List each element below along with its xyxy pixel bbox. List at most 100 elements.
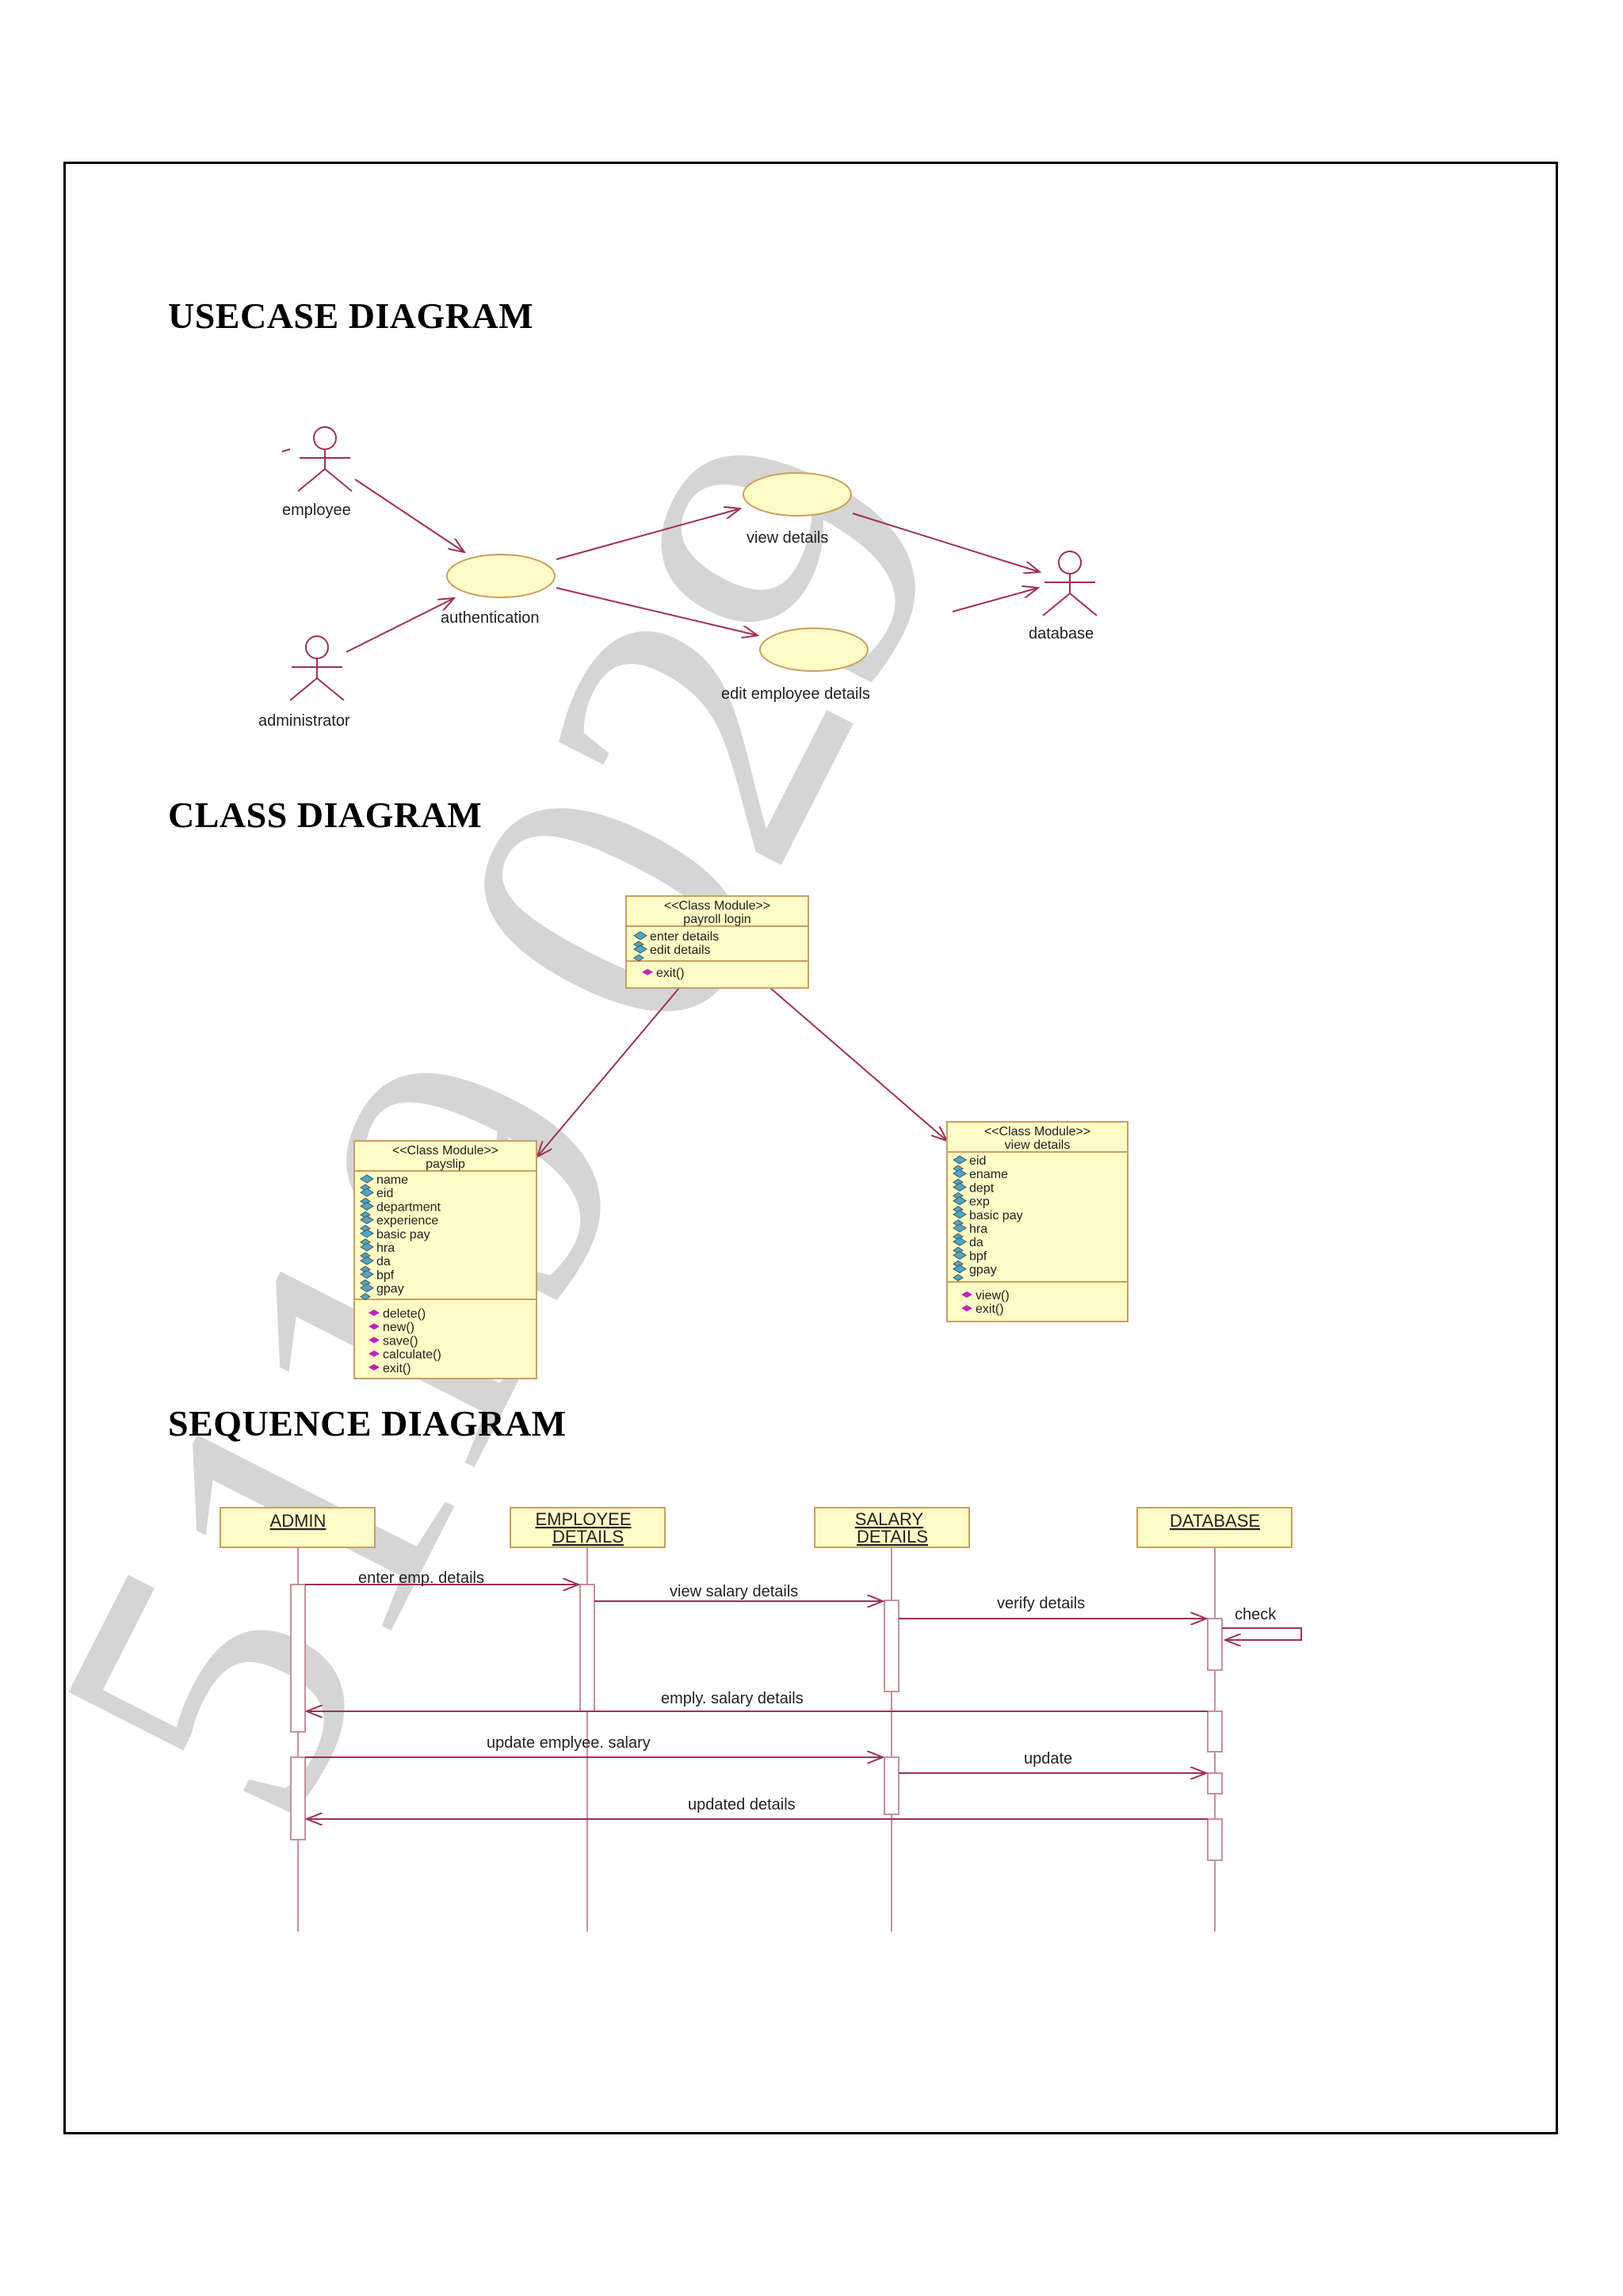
method-label: exit() (656, 967, 685, 980)
class-method: exit() (961, 1302, 1004, 1316)
class-payroll-login: <<Class Module>> payroll login enter det… (625, 895, 809, 989)
sequence-message-labels: enter emp. details view salary details v… (358, 1569, 1277, 1814)
actor-administrator-label: administrator (258, 712, 350, 730)
lifeline-database: DATABASE (1136, 1507, 1293, 1932)
attribute-label: eid (376, 1187, 393, 1200)
class-attribute: experience (360, 1215, 438, 1233)
assoc-auth-view (556, 509, 740, 560)
actor-database (1042, 551, 1098, 616)
class-payslip-name: payslip (426, 1158, 465, 1171)
sequence-messages (305, 1585, 1302, 1819)
page-border (63, 162, 1558, 2134)
class-attribute: ename (953, 1168, 1008, 1186)
class-method: delete() (369, 1307, 426, 1321)
attribute-icon (633, 944, 647, 962)
attribute-label: gpay (376, 1283, 404, 1296)
attribute-label: experience (376, 1215, 438, 1228)
attribute-label: da (969, 1236, 983, 1249)
usecase-authentication-label: authentication (441, 609, 540, 627)
attribute-label: dept (969, 1181, 995, 1195)
msg-enter-emp-details: enter emp. details (358, 1569, 484, 1587)
class-view-details-name: view details (1005, 1138, 1071, 1152)
actor-employee-label: employee (282, 502, 351, 519)
class-view-details: <<Class Module>> view details eidenamede… (946, 1121, 1128, 1322)
class-payroll-login-methods: exit() (642, 967, 685, 980)
lifeline-admin-label: ADMIN (270, 1511, 327, 1531)
actor-database-label: database (1029, 625, 1094, 643)
method-label: save() (383, 1334, 418, 1348)
sequence-section-title: SEQUENCE DIAGRAM (168, 1403, 567, 1444)
msg-verify-details: verify details (997, 1595, 1085, 1612)
class-payslip-methods: delete()new()save()calculate()exit() (369, 1307, 441, 1375)
usecase-labels: employee administrator database authenti… (258, 502, 1094, 730)
method-label: new() (383, 1321, 414, 1334)
method-icon (369, 1350, 380, 1357)
attribute-icon (633, 931, 647, 948)
attribute-icon (953, 1237, 967, 1254)
class-attribute: da (953, 1236, 983, 1254)
method-icon (961, 1305, 972, 1312)
assoc-employee-auth (354, 479, 464, 552)
assoc-view-database (852, 513, 1040, 572)
usecase-view-details (743, 472, 852, 517)
method-label: calculate() (383, 1348, 441, 1362)
class-method: view() (961, 1289, 1010, 1302)
class-attribute: enter details (633, 930, 719, 948)
msg-update-emplyee-salary: update emplyee. salary (487, 1734, 651, 1752)
attribute-label: basic pay (376, 1228, 430, 1241)
method-label: delete() (383, 1307, 426, 1321)
attribute-label: gpay (969, 1264, 997, 1277)
class-diagram: <<Class Module>> payroll login enter det… (353, 895, 1128, 1379)
class-attribute: bpf (953, 1249, 987, 1268)
attribute-label: department (376, 1200, 441, 1214)
attribute-label: enter details (650, 930, 719, 944)
lifeline-database-label: DATABASE (1170, 1511, 1260, 1531)
method-icon (961, 1291, 972, 1298)
method-icon (369, 1323, 380, 1330)
method-label: view() (976, 1289, 1010, 1302)
usecase-diagram (281, 426, 1098, 701)
attribute-label: name (376, 1173, 408, 1187)
method-icon (369, 1363, 380, 1371)
attribute-label: hra (969, 1222, 987, 1236)
class-payslip: <<Class Module>> payslip nameeiddepartme… (353, 1140, 537, 1379)
attribute-icon (360, 1283, 374, 1301)
method-icon (369, 1337, 380, 1344)
lifeline-employee-details-label-2: DETAILS (552, 1527, 624, 1547)
attribute-label: da (376, 1255, 391, 1268)
class-attribute: edit details (633, 944, 711, 962)
class-link-login-view (769, 987, 947, 1141)
usecase-section-title: USECASE DIAGRAM (168, 296, 534, 336)
attribute-label: basic pay (969, 1209, 1023, 1222)
sequence-diagram: ADMIN EMPLOYEE DETAILS SALARY DETAILS DA… (220, 1507, 1302, 1932)
msg-view-salary-details: view salary details (670, 1583, 798, 1600)
class-payroll-login-name: payroll login (683, 913, 750, 926)
lifeline-salary-details: SALARY DETAILS (814, 1507, 970, 1932)
msg-updated-details: updated details (688, 1796, 796, 1814)
attribute-icon (953, 1264, 967, 1282)
class-attribute: gpay (360, 1283, 404, 1301)
usecase-edit-employee-details (759, 627, 869, 672)
attribute-label: bpf (969, 1249, 987, 1263)
actor-administrator (289, 635, 345, 701)
method-icon (642, 969, 653, 975)
class-attribute: exp (953, 1196, 990, 1214)
class-attribute: gpay (953, 1264, 997, 1282)
attribute-label: hra (376, 1241, 395, 1255)
lifeline-employee-details: EMPLOYEE DETAILS (510, 1507, 666, 1932)
msg-check: check (1235, 1606, 1277, 1623)
class-method: save() (369, 1334, 418, 1348)
class-method: new() (369, 1321, 414, 1334)
class-attribute: hra (360, 1241, 395, 1260)
msg-check-arrow (1222, 1627, 1302, 1640)
method-label: exit() (976, 1302, 1004, 1316)
lifeline-salary-details-label-2: DETAILS (857, 1527, 928, 1547)
class-attribute: basic pay (953, 1209, 1023, 1227)
actor-employee (281, 426, 353, 492)
assoc-admin-auth (346, 598, 454, 653)
class-payroll-login-stereotype: <<Class Module>> (664, 899, 770, 913)
attribute-label: exp (969, 1196, 990, 1209)
